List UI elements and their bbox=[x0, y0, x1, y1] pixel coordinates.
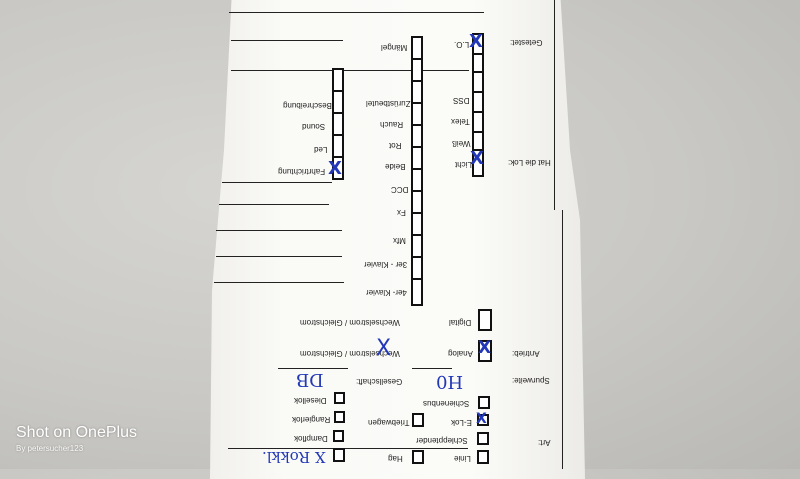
rule-line bbox=[554, 0, 555, 210]
rule-line bbox=[231, 40, 343, 41]
schlepptender-checkbox[interactable] bbox=[477, 432, 489, 445]
label-digital: Digital bbox=[449, 318, 472, 327]
label-hat-die-lok: Hat die Lok: bbox=[508, 158, 551, 167]
fahrtrichtung-checkmark: X bbox=[328, 158, 342, 179]
camera-watermark: Shot on OnePlus By petersucher123 bbox=[16, 424, 137, 453]
rule-line bbox=[216, 230, 342, 231]
gesellschaft-value: DB bbox=[296, 369, 324, 390]
label-linie: Linie bbox=[454, 454, 471, 463]
spurweite-value: H0 bbox=[436, 371, 464, 392]
diesellok-checkbox[interactable] bbox=[334, 392, 345, 404]
label-rauch: Rauch bbox=[380, 120, 404, 129]
label-led: Led bbox=[314, 145, 328, 154]
rule-line bbox=[278, 368, 348, 369]
label-analog: Analog bbox=[448, 349, 473, 358]
analog-checkbox[interactable] bbox=[478, 340, 492, 362]
label-sound: Sound bbox=[302, 122, 326, 131]
rangierlok-checkbox[interactable] bbox=[334, 411, 345, 423]
label-lo: L.O. bbox=[454, 40, 470, 49]
label-hag: Hag bbox=[388, 454, 403, 463]
rule-line bbox=[229, 12, 484, 13]
label-art: Art: bbox=[538, 438, 551, 447]
label-gesellschaft: Gesellschaft: bbox=[356, 377, 403, 386]
watermark-brand: Shot on OnePlus bbox=[16, 424, 137, 441]
label-elok: E-Lok bbox=[451, 418, 472, 427]
label-licht: Licht bbox=[455, 160, 472, 169]
label-dampflok: Dampflok bbox=[294, 434, 328, 443]
label-fahrtrichtung: Fahrtrichtung bbox=[278, 167, 326, 176]
light-checkbox-column[interactable] bbox=[332, 68, 344, 180]
hag-checkbox[interactable] bbox=[412, 450, 424, 464]
rule-line bbox=[219, 204, 329, 205]
linie-checkbox[interactable] bbox=[477, 450, 489, 464]
label-beschreibung: Beschreibung bbox=[283, 101, 332, 110]
licht-checkmark: X bbox=[470, 148, 484, 169]
label-schlepptender: Schlepptender bbox=[416, 436, 468, 445]
label-3er-klavier: 3er - Klavier bbox=[364, 260, 408, 269]
rule-line bbox=[214, 282, 344, 283]
label-dss: DSS bbox=[453, 96, 470, 105]
label-antrieb: Antrieb: bbox=[512, 349, 540, 358]
label-beide: Beide bbox=[385, 162, 406, 171]
elok-checkbox[interactable] bbox=[477, 414, 489, 426]
decoder-checkbox-column[interactable] bbox=[411, 36, 423, 306]
label-mfx: Mfx bbox=[393, 236, 406, 245]
label-rot: Rot bbox=[389, 141, 402, 150]
label-rangierlok: Rangierlok bbox=[292, 415, 331, 424]
label-telex: Telex bbox=[451, 117, 470, 126]
watermark-author: By petersucher123 bbox=[16, 444, 84, 453]
lo-checkmark: X bbox=[469, 31, 483, 52]
label-mangel: Mängel bbox=[381, 43, 408, 52]
form-sheet bbox=[210, 0, 585, 479]
rule-line bbox=[216, 256, 342, 257]
dampflok-checkbox[interactable] bbox=[333, 430, 344, 442]
feature-checkbox-column[interactable] bbox=[472, 33, 484, 177]
rule-line bbox=[562, 210, 563, 469]
digital-checkbox[interactable] bbox=[478, 309, 492, 331]
label-diesellok: Diesellok bbox=[294, 396, 327, 405]
rule-line bbox=[222, 182, 332, 183]
wechselstrom-strike-mark: X bbox=[376, 336, 392, 361]
triebwagen-checkbox[interactable] bbox=[412, 413, 424, 427]
schienenbus-checkbox[interactable] bbox=[478, 396, 490, 409]
label-getestet: Getestet: bbox=[510, 38, 543, 47]
label-spurweite: Spurweite: bbox=[512, 376, 550, 385]
label-triebwagen: Triebwagen bbox=[368, 418, 410, 427]
analog-checkmark: X bbox=[478, 338, 492, 358]
label-fx: Fx bbox=[397, 208, 406, 217]
elok-checkmark: X bbox=[476, 411, 487, 427]
label-4er-klavier: 4er- Klavier bbox=[366, 288, 407, 297]
label-zurustbeutel: Zurüstbeutel bbox=[366, 99, 411, 108]
rule-line bbox=[231, 70, 469, 71]
rule-line bbox=[412, 368, 452, 369]
label-schienenbus: Schienenbus bbox=[423, 399, 470, 408]
label-weiss: Weiß bbox=[452, 139, 471, 148]
bottom-checkbox[interactable] bbox=[333, 448, 345, 462]
label-wechselstrom-1: Wechselstrom / Gleichstrom bbox=[300, 318, 400, 327]
label-dcc: DCC bbox=[391, 185, 409, 194]
bottom-handwriting: X Rokkl. bbox=[262, 448, 326, 466]
rule-line bbox=[228, 448, 468, 449]
